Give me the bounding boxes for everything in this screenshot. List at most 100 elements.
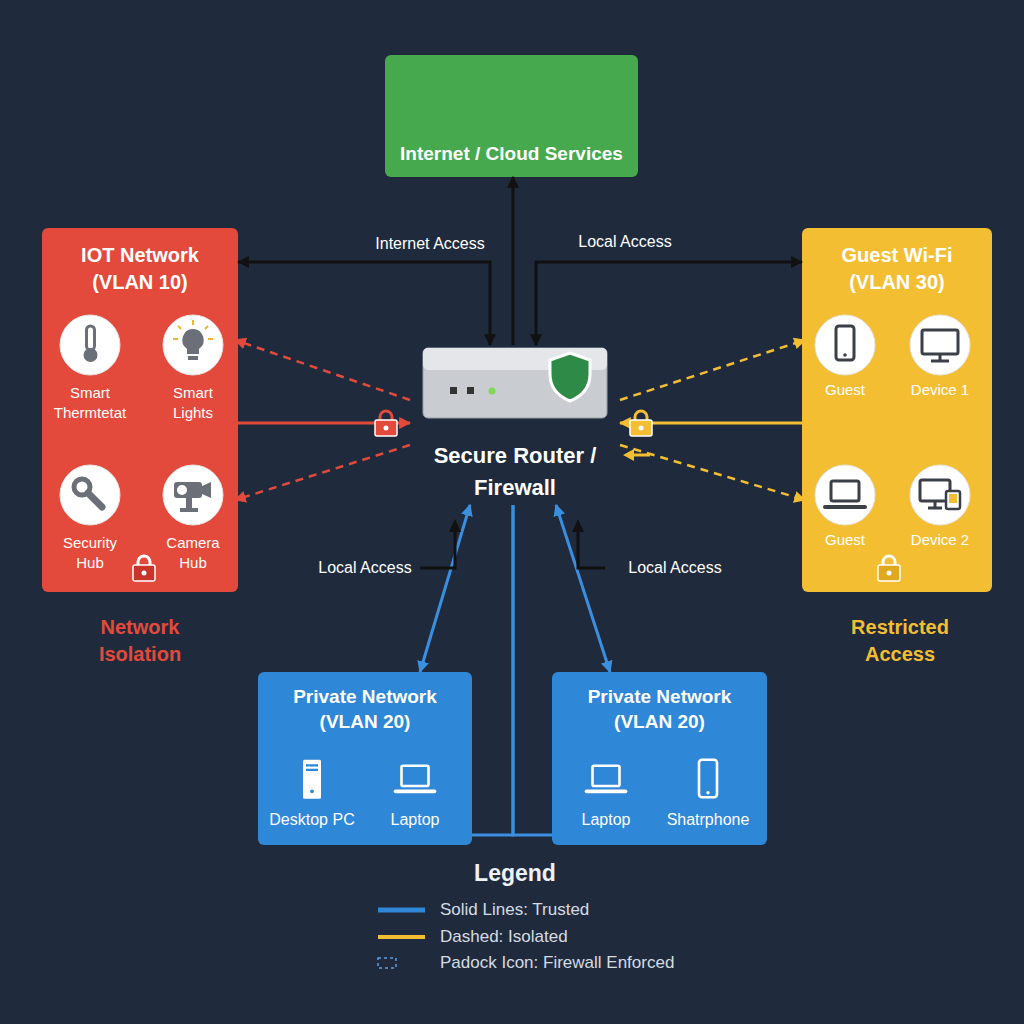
connector — [556, 505, 610, 672]
iot-device: Smart Lights — [151, 313, 235, 423]
connector — [512, 177, 515, 345]
connector-label: Internet Access — [375, 235, 484, 253]
icon-shape — [163, 465, 223, 525]
device-icon — [391, 756, 439, 804]
text-area: Guest Wi-Fi (VLAN 30) — [817, 242, 977, 296]
icon-shape — [699, 760, 717, 798]
icon-shape — [949, 494, 957, 503]
text-area: Smart Thermtetat — [52, 383, 128, 422]
device-icon — [58, 463, 122, 527]
guest-device: Guest — [805, 463, 885, 553]
text-area: Secure Router / Firewall — [410, 440, 620, 504]
private-zone: Private Network (VLAN 20) Desktop PCLapto… — [258, 672, 472, 845]
connector — [238, 262, 490, 345]
leader-arrow — [578, 530, 605, 568]
icon-shape — [174, 482, 202, 498]
connector — [235, 340, 410, 400]
connector — [472, 505, 513, 835]
device-icon — [908, 313, 972, 377]
text-area: Desktop PC — [262, 810, 362, 830]
node-label: Internet / Cloud Services — [385, 143, 638, 165]
private-device: Desktop PC — [262, 750, 362, 840]
icon-shape — [84, 348, 98, 362]
node-label: Laptop — [556, 810, 656, 830]
icon-shape — [815, 315, 875, 375]
node-label: Desktop PC — [262, 810, 362, 830]
legend-sample — [378, 908, 425, 913]
device-icon — [684, 756, 732, 804]
vlan-zone: IOT Network (VLAN 10) Smart Thermtetat Sma… — [42, 228, 238, 592]
node-label: IOT Network (VLAN 10) — [60, 242, 220, 296]
icon-shape — [310, 789, 314, 793]
icon-shape — [177, 485, 187, 495]
icon-shape — [88, 493, 102, 507]
device-icon — [813, 463, 877, 527]
text-area: Guest — [805, 530, 885, 549]
padlock-body — [630, 420, 652, 436]
node-label: Device 1 — [900, 380, 980, 399]
private-device: Laptop — [365, 750, 465, 840]
icon-shape — [303, 760, 321, 799]
iot-device: Smart Thermtetat — [48, 313, 132, 423]
device-icon — [288, 756, 336, 804]
node-label: Shatrphone — [658, 810, 758, 830]
icon-shape — [180, 508, 198, 512]
iot-device: Security Hub — [48, 463, 132, 573]
icon-shape — [306, 769, 318, 771]
icon-shape — [910, 315, 970, 375]
private-device: Shatrphone — [658, 750, 758, 840]
icon-shape — [836, 326, 854, 360]
connector — [620, 340, 805, 400]
icon-shape — [450, 387, 457, 394]
guest-device: Guest — [805, 313, 885, 403]
device-icon — [422, 347, 608, 419]
private-zone: Private Network (VLAN 20) LaptopShatrphon… — [552, 672, 767, 845]
legend-title: Legend — [474, 858, 556, 889]
connector — [513, 505, 552, 835]
icon-shape — [60, 465, 120, 525]
connector — [620, 445, 805, 500]
arrow-head — [572, 519, 584, 532]
guest-device: Device 1 — [900, 313, 980, 403]
icon-shape — [825, 505, 865, 509]
leader-arrow — [420, 530, 455, 568]
text-area: Private Network (VLAN 20) — [570, 684, 750, 734]
icon-shape — [202, 482, 211, 498]
device-icon — [161, 463, 225, 527]
text-area: Laptop — [365, 810, 465, 830]
legend-text: Solid Lines: Trusted — [440, 899, 589, 920]
node-label: Guest Wi-Fi (VLAN 30) — [817, 242, 977, 296]
device-icon — [813, 313, 877, 377]
icon-shape — [402, 766, 429, 786]
text-area: Security Hub — [52, 533, 128, 572]
text-area: Device 2 — [900, 530, 980, 549]
device-icon — [161, 313, 225, 377]
text-area: Camera Hub — [155, 533, 231, 572]
icon-shape — [831, 481, 859, 501]
icon-shape — [306, 764, 318, 766]
icon-shape — [910, 465, 970, 525]
legend-text: Dashed: Isolated — [440, 926, 568, 947]
device-icon — [58, 313, 122, 377]
text-area: Smart Lights — [155, 383, 231, 422]
node-label: Private Network (VLAN 20) — [275, 684, 455, 734]
text-area: IOT Network (VLAN 10) — [60, 242, 220, 296]
router-firewall: Secure Router / Firewall — [410, 345, 620, 505]
padlock-shackle — [635, 411, 647, 421]
padlock-icon — [375, 411, 397, 436]
icon-shape — [843, 353, 847, 357]
icon-shape — [87, 326, 95, 350]
padlock-icon — [630, 411, 652, 436]
text-area: Internet / Cloud Services — [385, 143, 638, 165]
node-label: Smart Thermtetat — [52, 383, 128, 422]
annotation-label: Network Isolation — [60, 614, 220, 668]
icon-shape — [550, 353, 590, 401]
icon-shape — [188, 356, 198, 360]
icon-shape — [928, 501, 942, 508]
annotation-label: Local Access — [628, 557, 721, 579]
leader-arrow — [634, 454, 650, 457]
connector — [238, 422, 410, 425]
icon-shape — [467, 387, 474, 394]
device-icon — [582, 756, 630, 804]
